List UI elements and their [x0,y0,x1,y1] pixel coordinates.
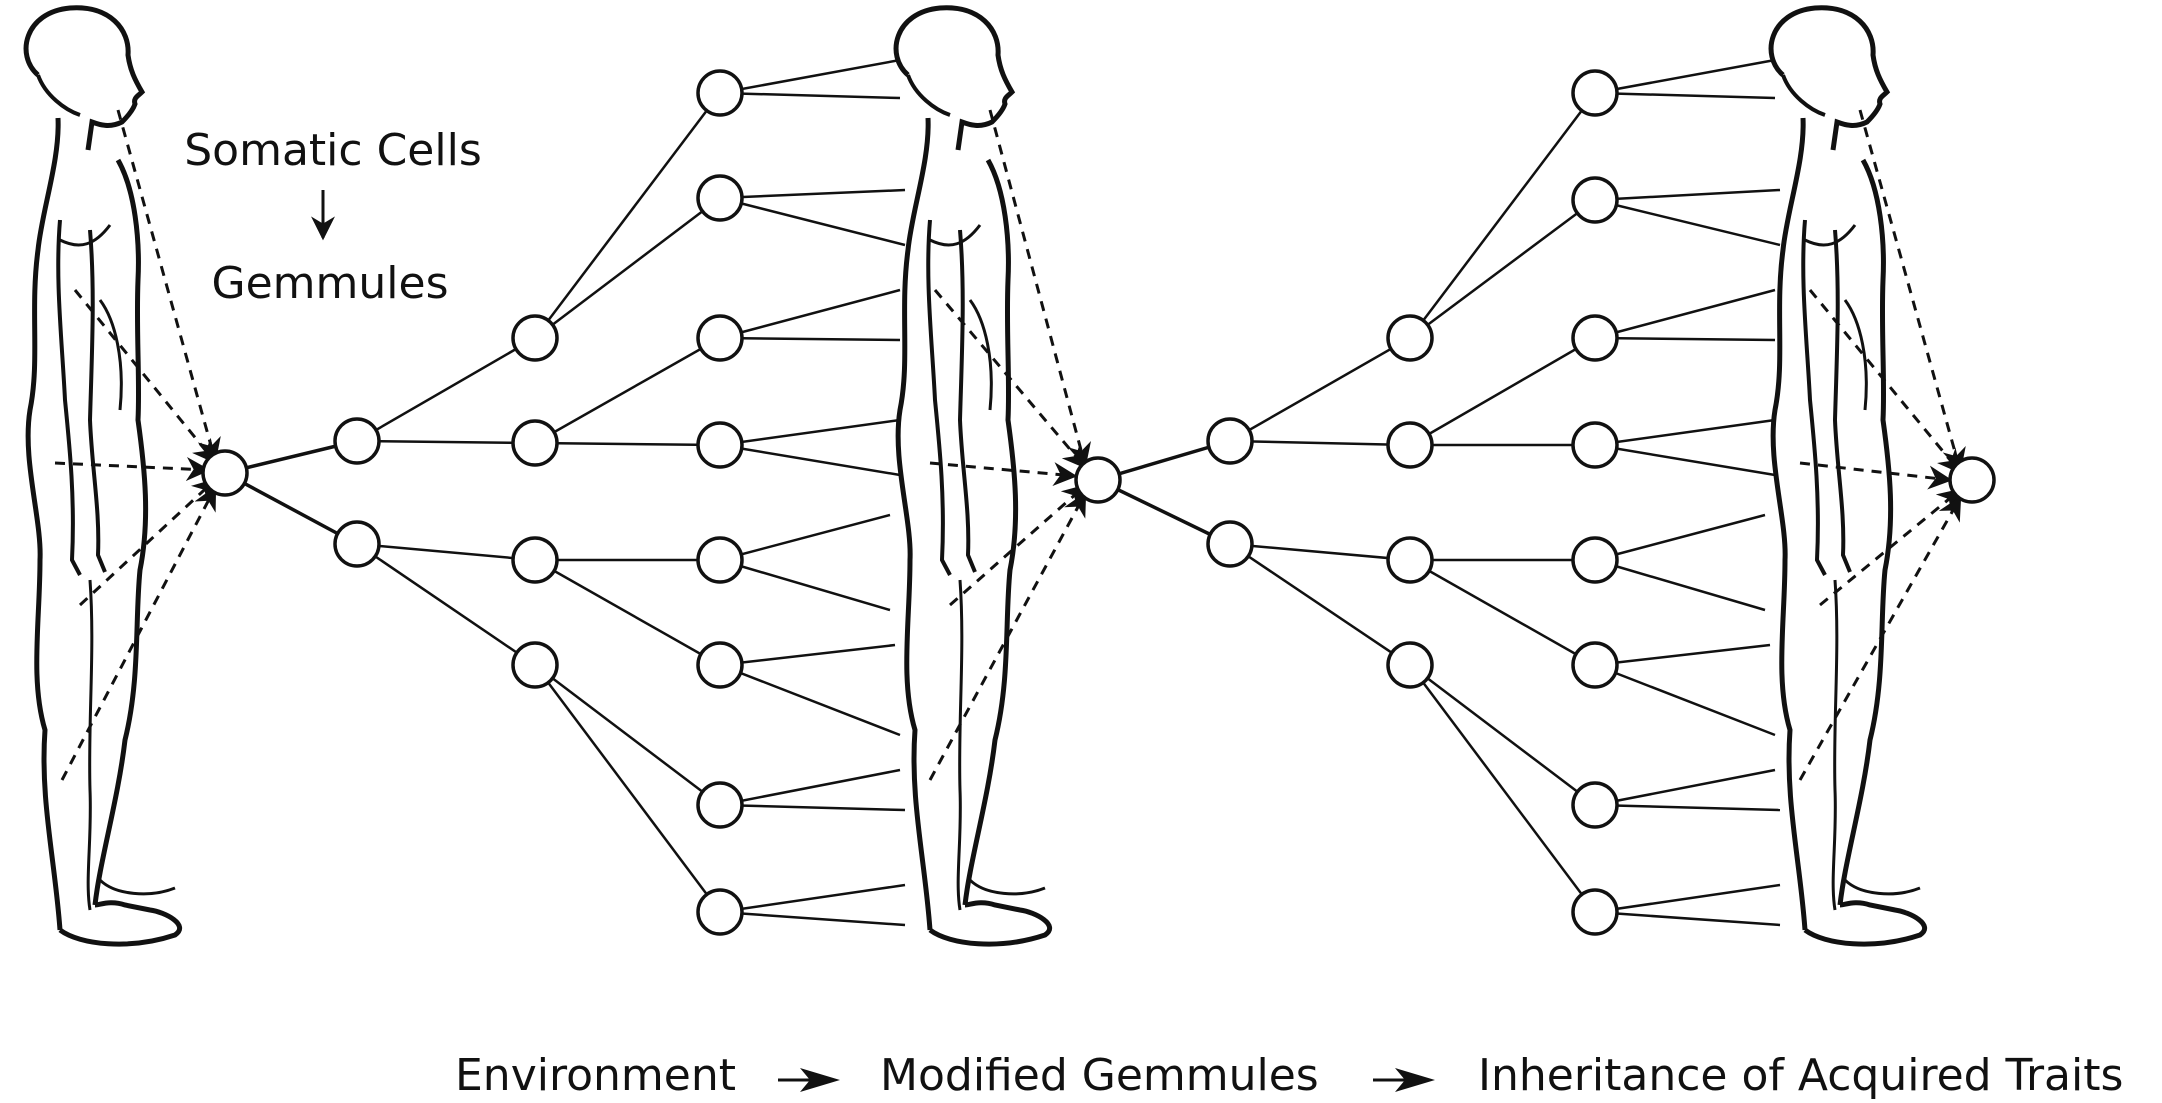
caption-inheritance: Inheritance of Acquired Traits [1478,1050,2123,1101]
tree2-node [1573,71,1617,115]
tree1-node [513,421,557,465]
label-gemmules: Gemmules [212,258,449,309]
tree1-node [698,643,742,687]
tree1-node [698,783,742,827]
tree1-node [698,316,742,360]
tree2-node [1388,643,1432,687]
label-somatic-cells: Somatic Cells [184,125,482,176]
tree2-node [1573,890,1617,934]
tree2-node [1573,316,1617,360]
tree1-node [335,522,379,566]
gemmule-node-1 [203,451,247,495]
tree1-node [698,890,742,934]
gemmule-node-2 [1076,458,1120,502]
dashed-lines-group-2 [930,110,1085,780]
tree1-node [513,643,557,687]
human-figure-2 [896,8,1050,944]
tree1-node [698,71,742,115]
tree1-node [698,176,742,220]
tree2-node [1573,178,1617,222]
gemmule-tree-1 [225,60,905,925]
tree1-node [335,419,379,463]
tree2-node [1573,643,1617,687]
gemmule-tree-2 [1098,60,1780,925]
tree2-node [1388,423,1432,467]
tree2-node [1208,419,1252,463]
tree2-node [1388,538,1432,582]
gemmule-node-3 [1950,458,1994,502]
tree1-node [513,538,557,582]
tree2-node [1573,423,1617,467]
human-figure-1 [26,8,180,944]
tree1-node [698,423,742,467]
tree2-node [1208,522,1252,566]
tree2-node [1573,783,1617,827]
human-figure-3 [1771,8,1925,944]
tree2-node [1573,538,1617,582]
caption-environment: Environment [455,1050,736,1101]
caption-modified-gemmules: Modified Gemmules [880,1050,1319,1101]
tree1-node [698,538,742,582]
tree1-node [513,316,557,360]
tree2-node [1388,316,1432,360]
